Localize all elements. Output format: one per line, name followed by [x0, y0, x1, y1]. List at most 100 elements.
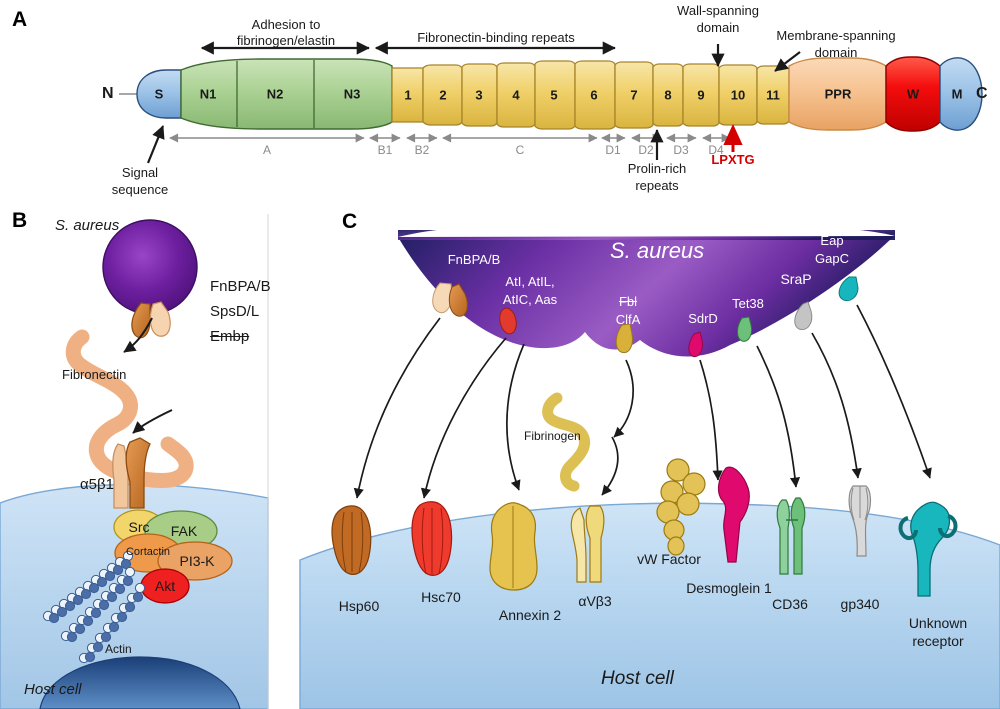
- subdomain-label-C: C: [515, 143, 525, 157]
- receptor-label-unknown-line1: Unknown: [908, 615, 968, 631]
- callout-proline-rich-line2: repeats: [635, 178, 679, 193]
- panel-c-adhesin-fbl: Fbl: [618, 294, 638, 309]
- panel-c-connector-arrows: [353, 304, 932, 499]
- callout-signal-sequence-line2: sequence: [111, 182, 169, 197]
- receptor-label-cd36: CD36: [772, 596, 808, 612]
- fibrinogen-molecule: [542, 392, 591, 492]
- adhesin-fnbpab-b: [448, 283, 468, 317]
- receptor-label-hsc70: Hsc70: [421, 589, 461, 605]
- callout-lpxtg: LPXTG: [711, 152, 755, 167]
- panel-b-host-cell-label: Host cell: [24, 681, 82, 698]
- domain-M: [939, 57, 983, 131]
- domain-label-W: W: [906, 86, 920, 102]
- panel-b-protein-pi3k: PI3-K: [179, 553, 215, 569]
- callout-membrane-spanning-line2: domain: [814, 45, 858, 60]
- adhesin-clfa: [615, 323, 633, 354]
- subdomain-label-D1: D1: [605, 143, 621, 157]
- panel-b-organism-label: S. aureus: [55, 217, 120, 234]
- panel-letter-a: A: [12, 8, 28, 31]
- panel-a-graphics: [119, 41, 983, 164]
- panel-letter-b: B: [12, 209, 28, 232]
- subdomain-label-D3: D3: [673, 143, 689, 157]
- domain-label-PPR: PPR: [824, 86, 852, 102]
- panel-c-adhesin-srap: SraP: [780, 271, 812, 287]
- domain-label-8: 8: [664, 87, 672, 103]
- panel-c-adhesin-sdrd: SdrD: [688, 311, 718, 326]
- domain-label-1: 1: [404, 87, 412, 103]
- panel-c-adhesin-atl-line1: AtI, AtIL,: [505, 274, 555, 289]
- panel-c-adhesin-clfa: ClfA: [615, 312, 641, 327]
- subdomain-label-D2: D2: [638, 143, 654, 157]
- integrin-beta-chain: [125, 437, 151, 509]
- adhesin-sdrd: [688, 331, 703, 358]
- panel-b-nucleus: [39, 656, 241, 709]
- domain-label-3: 3: [475, 87, 483, 103]
- domain-label-S: S: [154, 86, 164, 102]
- adhesin-atl: [499, 307, 517, 335]
- panel-b-adhesin-2: [149, 301, 171, 337]
- fibronectin-strand: [65, 329, 194, 488]
- domain-fnbr-repeats: [391, 60, 790, 130]
- domain-label-M: M: [951, 86, 963, 102]
- panel-c-fibrinogen-label: Fibrinogen: [524, 429, 581, 443]
- panel-c-adhesin-gapc: GapC: [815, 251, 849, 266]
- panel-c-host-cell-label: Host cell: [601, 668, 674, 689]
- receptor-label-desmoglein1: Desmoglein 1: [686, 580, 772, 596]
- receptor-label-hsp60: Hsp60: [338, 598, 380, 614]
- panel-c-adhesin-fnbpab: FnBPA/B: [447, 252, 501, 267]
- panel-b-protein-cortactin: Cortactin: [125, 546, 171, 558]
- subdomain-label-B2: B2: [414, 143, 430, 157]
- subdomain-label-A: A: [262, 143, 272, 157]
- arrow-bacteria-to-fn: [123, 317, 153, 353]
- domain-label-5: 5: [550, 87, 558, 103]
- callout-signal-sequence-line1: Signal: [121, 165, 159, 180]
- panel-c-adhesin-tet38: Tet38: [732, 296, 764, 311]
- domain-label-10: 10: [730, 87, 746, 103]
- receptor-gp340: [848, 485, 872, 557]
- panel-letter-c: C: [342, 210, 358, 233]
- domain-label-7: 7: [630, 87, 638, 103]
- callout-membrane-spanning-line1: Membrane-spanning: [776, 28, 896, 43]
- panel-c-adhesin-eap: Eap: [820, 233, 844, 248]
- panel-c-organism-label: S. aureus: [610, 238, 705, 263]
- domain-label-N1: N1: [199, 86, 217, 102]
- panel-c-graphics: [299, 219, 1000, 709]
- receptor-annexin2: [489, 502, 538, 591]
- callout-wall-spanning-line2: domain: [696, 20, 740, 35]
- receptor-label-avb3: αVβ3: [578, 593, 612, 609]
- adhesin-eap-gapc: [838, 276, 859, 302]
- receptor-avb3: [570, 505, 605, 583]
- receptor-vwfactor: [656, 458, 706, 556]
- integrin-alpha-chain: [112, 443, 129, 509]
- panel-b-fibronectin-label: Fibronectin: [62, 367, 127, 382]
- panel-b-adhesin-embp: Embp: [210, 328, 250, 345]
- receptor-cd36: [776, 497, 806, 575]
- panel-b-integrin-label: α5β1: [80, 476, 114, 493]
- domain-label-N2: N2: [266, 86, 284, 102]
- receptor-label-gp340: gp340: [840, 596, 880, 612]
- subdomain-label-D4: D4: [708, 143, 724, 157]
- receptor-label-vwfactor: vW Factor: [637, 551, 701, 567]
- panel-b-actin-label: Actin: [105, 642, 132, 656]
- bracket-label-fnbr: Fibronectin-binding repeats: [417, 30, 575, 45]
- bracket-label-adhesion-line1: Adhesion to: [251, 17, 321, 32]
- terminus-n-label: N: [102, 85, 114, 102]
- domain-label-4: 4: [512, 87, 520, 103]
- panel-b-protein-src: Src: [128, 519, 150, 535]
- panel-c-bacterium: [398, 235, 895, 357]
- receptor-label-unknown-line2: receptor: [912, 633, 964, 649]
- adhesin-srap: [794, 301, 813, 331]
- adhesin-tet38: [737, 316, 752, 342]
- actin-filaments: [42, 550, 146, 664]
- panel-c-adhesin-atl-line2: AtIC, Aas: [502, 292, 558, 307]
- panel-b-protein-akt: Akt: [154, 578, 176, 594]
- domain-label-11: 11: [766, 87, 780, 103]
- panel-b-adhesin-spsdl: SpsD/L: [210, 303, 260, 320]
- callout-wall-spanning-line1: Wall-spanning: [677, 3, 759, 18]
- panel-b-protein-fak: FAK: [170, 523, 198, 539]
- receptor-desmoglein1: [717, 466, 750, 563]
- arrow-membrane-spanning: [774, 51, 801, 72]
- panel-b-graphics: [0, 214, 269, 709]
